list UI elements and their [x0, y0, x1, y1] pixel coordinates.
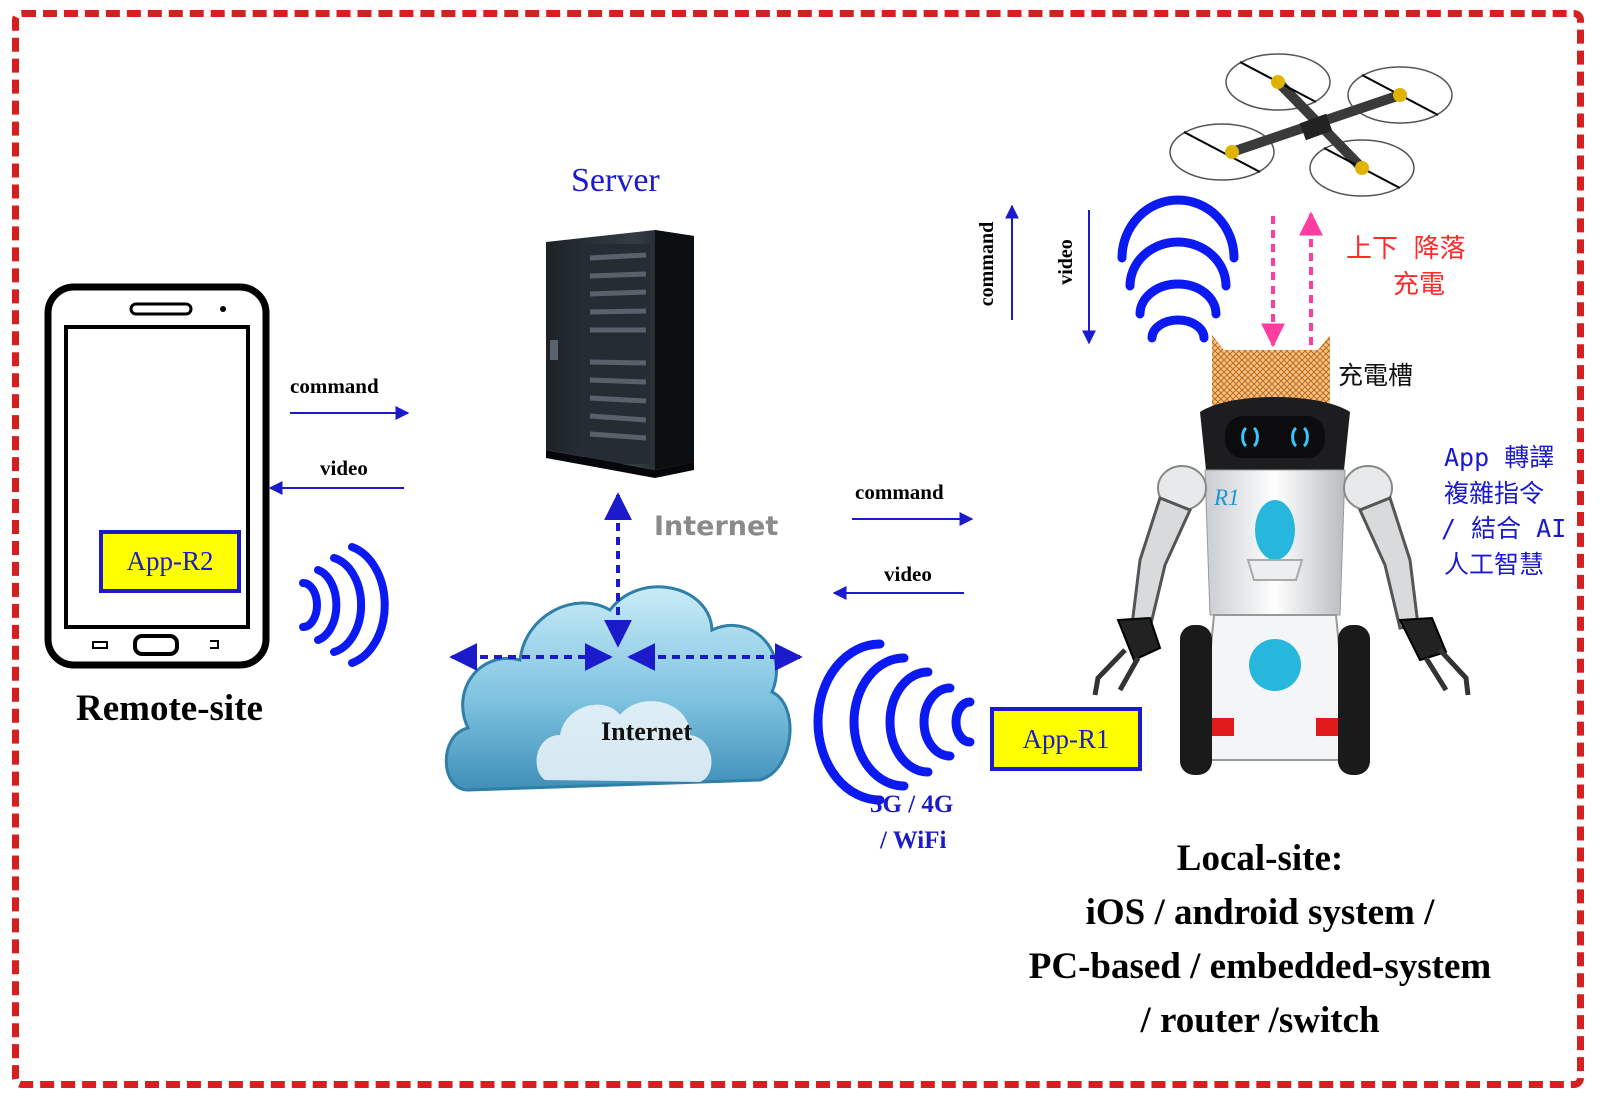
- network-label-line1: 3G / 4G: [870, 791, 954, 818]
- robot-note-line1: App 轉譯: [1444, 443, 1555, 472]
- drone-action-line1: 上下 降落: [1346, 234, 1466, 264]
- local-site-line3: PC-based / embedded-system: [1028, 946, 1492, 987]
- internet-faded-label: Internet: [654, 511, 779, 542]
- video-label-drone: video: [1055, 239, 1077, 285]
- app-r1-box[interactable]: App-R1: [990, 707, 1142, 771]
- cloud-icon: [444, 585, 792, 792]
- robot-icon: [1092, 335, 1471, 775]
- wifi-wave-icon: [813, 639, 975, 805]
- charging-slot-label: 充電槽: [1338, 361, 1414, 390]
- dashed-border: [12, 10, 1584, 1088]
- app-r2-box[interactable]: App-R2: [99, 530, 241, 593]
- local-site-line4: / router /switch: [1140, 1000, 1380, 1041]
- video-label-remote: video: [320, 456, 368, 480]
- drone-icon: [1169, 53, 1453, 197]
- command-label-remote: command: [290, 374, 379, 398]
- server-label: Server: [571, 162, 660, 199]
- server-tower-icon: [546, 230, 694, 478]
- internet-cloud-label: Internet: [601, 717, 692, 746]
- wifi-wave-icon: [1117, 195, 1239, 343]
- network-label-line2: / WiFi: [880, 827, 947, 854]
- robot-note-line3: / 結合 AI: [1441, 514, 1567, 543]
- command-label-local: command: [855, 480, 944, 504]
- remote-site-label: Remote-site: [76, 688, 263, 729]
- local-site-line1: Local-site:: [1176, 838, 1344, 879]
- robot-note-line4: 人工智慧: [1444, 550, 1545, 579]
- command-label-drone: command: [976, 221, 998, 307]
- wifi-wave-icon: [299, 543, 389, 667]
- drone-action-line2: 充電: [1393, 270, 1446, 300]
- smartphone-icon: [44, 283, 270, 669]
- robot-note-line2: 複雜指令: [1444, 479, 1545, 508]
- local-site-text: Local-site: iOS / android system / PC-ba…: [960, 832, 1560, 1048]
- video-label-local: video: [884, 562, 932, 586]
- robot-id-label: R1: [1214, 485, 1240, 510]
- local-site-line2: iOS / android system /: [1085, 892, 1435, 933]
